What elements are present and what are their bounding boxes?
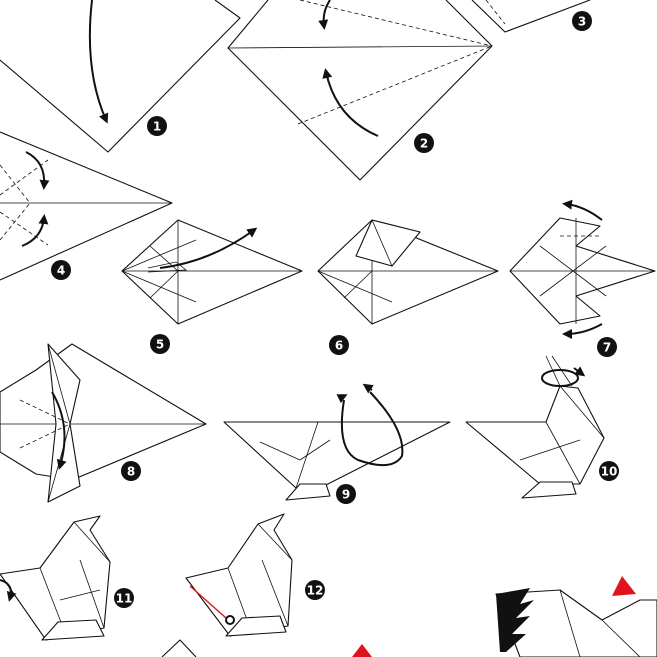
fold-arrow-loop — [541, 369, 579, 387]
step-number: 2 — [420, 137, 428, 151]
small-comb — [352, 644, 372, 657]
step-1-diagram — [0, 0, 241, 153]
step-number: 12 — [307, 584, 324, 598]
fold-line-red — [189, 585, 227, 619]
step-number: 3 — [578, 15, 586, 29]
step-number-badge: 2 — [414, 133, 434, 153]
step-number: 1 — [153, 120, 161, 134]
step-number-badge: 1 — [147, 116, 167, 136]
step-number-badge: 5 — [150, 334, 170, 354]
step-2-diagram — [227, 0, 493, 181]
step-number-badge: 4 — [51, 260, 71, 280]
step-number-badge: 12 — [305, 580, 325, 600]
step-11-diagram — [0, 515, 111, 641]
step-12-diagram — [185, 513, 293, 637]
step-number-badge: 10 — [599, 461, 619, 481]
step-number-badge: 9 — [336, 484, 356, 504]
fold-arrow-top — [318, 0, 331, 30]
step-3-diagram — [471, 0, 591, 33]
fold-arrow — [225, 615, 235, 625]
step-number: 7 — [603, 341, 611, 355]
step-number: 5 — [156, 338, 164, 352]
step-9-diagram — [223, 383, 451, 501]
fold-arrow-outline — [340, 391, 404, 467]
step-8-diagram — [0, 343, 207, 503]
fold-arrow-top — [562, 199, 603, 221]
finished-rooster — [161, 576, 657, 657]
fold-arrow — [0, 579, 17, 602]
step-number: 4 — [57, 264, 65, 278]
step-number: 11 — [116, 592, 133, 606]
step-6-diagram — [317, 219, 499, 325]
step-number-badge: 8 — [121, 461, 141, 481]
step-number: 9 — [342, 488, 350, 502]
fold-arrow-bottom — [322, 68, 379, 137]
step-5-diagram — [121, 219, 303, 325]
fold-arrow-bottom — [21, 214, 49, 247]
fold-arrow-bottom — [562, 323, 603, 339]
rooster-comb — [612, 576, 636, 596]
step-number-badge: 3 — [572, 11, 592, 31]
step-number: 6 — [335, 339, 343, 353]
fold-arrow — [159, 227, 258, 269]
step-number: 10 — [601, 465, 618, 479]
step-number: 8 — [127, 465, 135, 479]
fold-arrow-top — [25, 151, 50, 190]
step-number-badge: 7 — [597, 337, 617, 357]
fold-arrow — [51, 391, 67, 470]
fold-arrow — [88, 0, 109, 124]
rooster-tail — [496, 588, 534, 652]
step-number-badge: 11 — [114, 588, 134, 608]
step-4-diagram — [0, 131, 173, 281]
step-10-diagram — [465, 355, 605, 499]
step-number-badge: 6 — [329, 335, 349, 355]
step-7-diagram — [509, 199, 656, 339]
